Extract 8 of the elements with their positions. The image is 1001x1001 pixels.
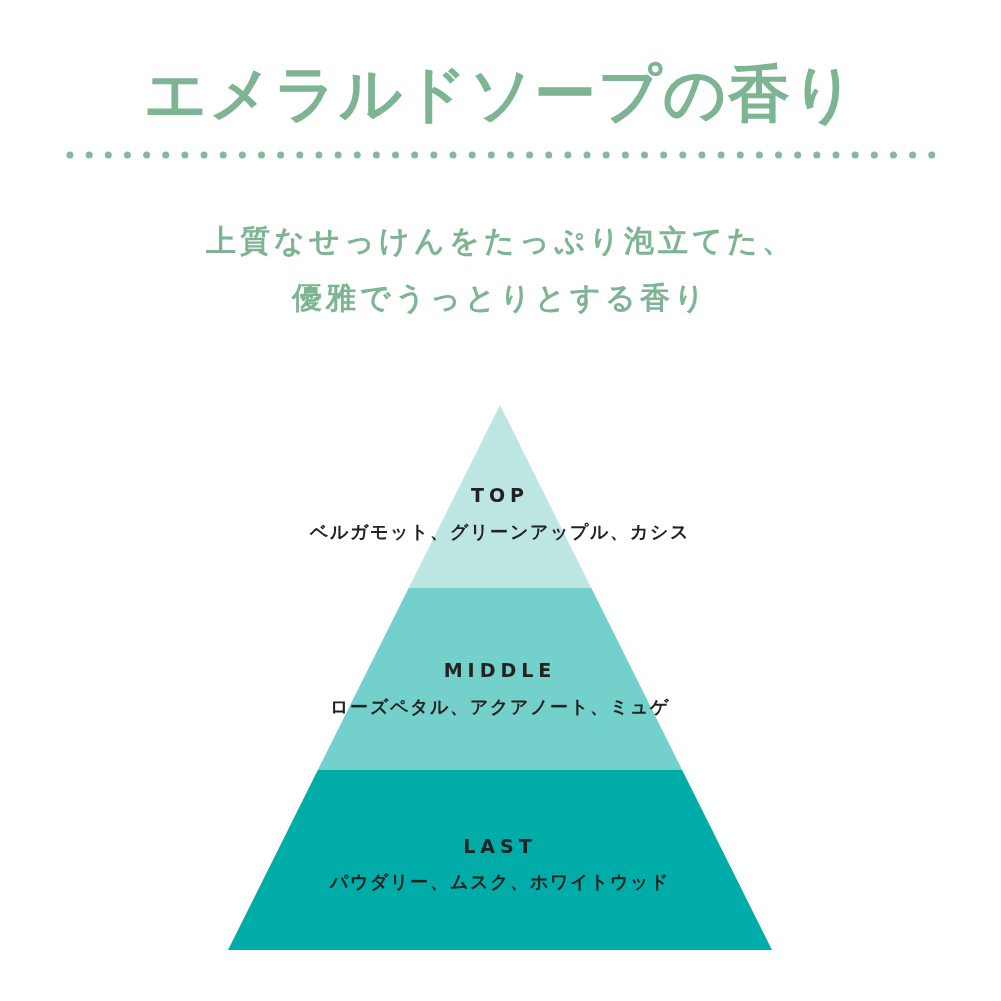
subtitle: 上質なせっけんをたっぷり泡立てた、優雅でうっとりとする香り <box>204 222 797 317</box>
tier-heading: TOP <box>471 484 529 506</box>
tier-notes: ローズペタル、アクアノート、ミュゲ <box>330 695 670 719</box>
tier-notes: ベルガモット、グリーンアップル、カシス <box>310 520 690 544</box>
title: エメラルドソープの香り <box>144 56 857 132</box>
tier-notes: パウダリー、ムスク、ホワイトウッド <box>330 870 670 894</box>
tier-heading: MIDDLE <box>443 659 557 681</box>
tier-heading: LAST <box>463 835 537 857</box>
